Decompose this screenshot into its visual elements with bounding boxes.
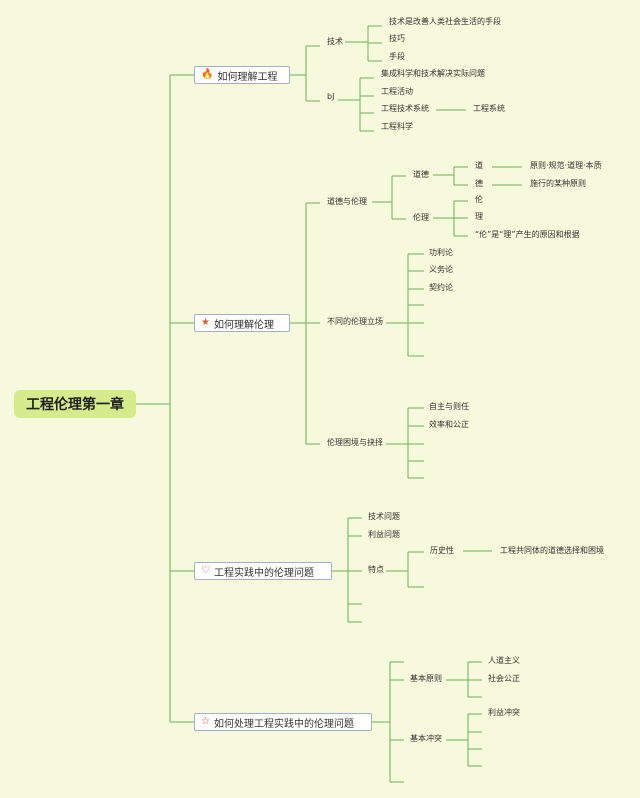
node-interest-issues[interactable]: 利益问题 bbox=[368, 530, 400, 539]
branch-handle-ethics-issues[interactable]: ☆如何处理工程实践中的伦理问题 bbox=[194, 713, 372, 731]
branch-label: 如何理解伦理 bbox=[213, 319, 274, 331]
branch-understand-engineering[interactable]: 🔥如何理解工程 bbox=[194, 66, 290, 84]
branch-label: 如何理解工程 bbox=[217, 71, 278, 83]
fire-icon: 🔥 bbox=[201, 69, 214, 80]
node-autonomy[interactable]: 自主与则任 bbox=[429, 402, 469, 411]
node-moral-ethics[interactable]: 道德与伦理 bbox=[327, 197, 367, 206]
branch-label: 工程实践中的伦理问题 bbox=[213, 567, 314, 579]
node-li[interactable]: 理 bbox=[475, 212, 483, 221]
star-icon: ★ bbox=[201, 317, 210, 328]
node-eng-activity[interactable]: 工程活动 bbox=[381, 87, 413, 96]
node-contractarianism[interactable]: 契约论 bbox=[429, 283, 453, 292]
node-deontology[interactable]: 义务论 bbox=[429, 265, 453, 274]
node-basic-conflicts[interactable]: 基本冲突 bbox=[410, 734, 442, 743]
node-basic-principles[interactable]: 基本原则 bbox=[410, 674, 442, 683]
heart-icon: ♡ bbox=[201, 565, 210, 576]
node-morality[interactable]: 道德 bbox=[413, 170, 429, 179]
node-integrate[interactable]: 集成科学和技术解决实际问题 bbox=[381, 69, 485, 78]
node-historicity[interactable]: 历史性 bbox=[430, 546, 454, 555]
node-lun-li-reason[interactable]: “伦”是“理”产生的原因和根据 bbox=[475, 230, 580, 239]
node-principle[interactable]: 原则·规范·道理·本质 bbox=[530, 161, 602, 170]
node-ethics[interactable]: 伦理 bbox=[413, 213, 429, 222]
branch-understand-ethics[interactable]: ★如何理解伦理 bbox=[194, 314, 290, 332]
node-eng-system[interactable]: 工程系统 bbox=[473, 104, 505, 113]
node-social-justice[interactable]: 社会公正 bbox=[488, 674, 520, 683]
node-skill[interactable]: 技巧 bbox=[389, 34, 405, 43]
node-features[interactable]: 特点 bbox=[368, 565, 384, 574]
star-outline-icon: ☆ bbox=[201, 716, 210, 727]
node-bj[interactable]: bJ bbox=[327, 92, 335, 101]
node-de[interactable]: 德 bbox=[475, 179, 483, 188]
node-dao[interactable]: 道 bbox=[475, 161, 483, 170]
node-practice-principle[interactable]: 施行的某种原则 bbox=[530, 179, 586, 188]
root-node[interactable]: 工程伦理第一章 bbox=[14, 390, 136, 418]
node-efficiency[interactable]: 效率和公正 bbox=[429, 420, 469, 429]
branch-label: 如何处理工程实践中的伦理问题 bbox=[213, 718, 354, 730]
node-method[interactable]: 手段 bbox=[389, 52, 405, 61]
node-dilemma[interactable]: 伦理困境与抉择 bbox=[327, 438, 383, 447]
node-ethical-positions[interactable]: 不同的伦理立场 bbox=[327, 317, 383, 326]
node-lun[interactable]: 伦 bbox=[475, 195, 483, 204]
node-tech[interactable]: 技术 bbox=[327, 37, 343, 46]
node-utilitarianism[interactable]: 功利论 bbox=[429, 248, 453, 257]
node-tech-issues[interactable]: 技术问题 bbox=[368, 512, 400, 521]
node-interest-conflict[interactable]: 利益冲突 bbox=[488, 708, 520, 717]
node-eng-tech-system[interactable]: 工程技术系统 bbox=[381, 104, 429, 113]
node-community-dilemma[interactable]: 工程共同体的道德选择和困境 bbox=[500, 546, 604, 555]
branch-ethics-in-practice[interactable]: ♡工程实践中的伦理问题 bbox=[194, 562, 332, 580]
node-eng-science[interactable]: 工程科学 bbox=[381, 122, 413, 131]
node-humanism[interactable]: 人道主义 bbox=[488, 656, 520, 665]
node-tech-means[interactable]: 技术是改善人类社会生活的手段 bbox=[389, 17, 501, 26]
